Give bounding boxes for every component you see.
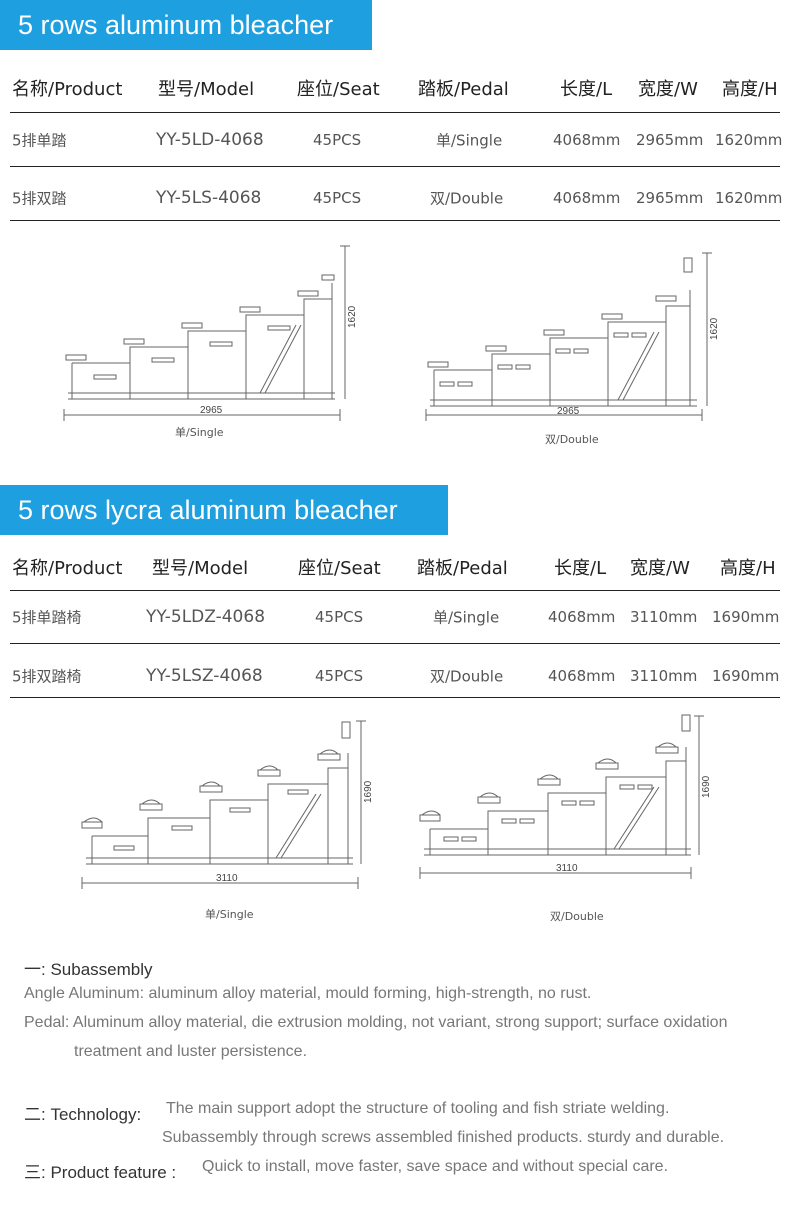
cell-model: YY-5LD-4068	[156, 130, 264, 150]
cell-product: 5排双踏椅	[12, 667, 82, 686]
angle-aluminum-text: Angle Aluminum: aluminum alloy material,…	[24, 985, 592, 1002]
pedal-text-line2: treatment and luster persistence.	[74, 1043, 308, 1060]
cell-height: 1690mm	[712, 667, 780, 685]
bleacher-diagram-single: 1620 2965	[60, 243, 360, 423]
header-seat: 座位/Seat	[297, 79, 380, 100]
cell-width: 3110mm	[630, 667, 698, 685]
height-dimension-label: 1690	[363, 780, 374, 803]
width-dimension-label: 2965	[200, 405, 223, 416]
section1-title-banner: 5 rows aluminum bleacher	[0, 0, 372, 50]
table-row: 5排双踏椅 YY-5LSZ-4068 45PCS 双/Double 4068mm…	[0, 656, 800, 696]
header-pedal: 踏板/Pedal	[417, 558, 508, 579]
bleacher-diagram-double: 1620 2965	[422, 250, 722, 430]
table-row: 5排单踏 YY-5LD-4068 45PCS 单/Single 4068mm 2…	[0, 120, 800, 160]
lycra-bleacher-diagram-double: 1690 3110	[416, 713, 716, 888]
diagram-caption-single: 单/Single	[205, 908, 254, 921]
cell-product: 5排单踏椅	[12, 608, 82, 627]
cell-seat: 45PCS	[315, 667, 364, 685]
cell-height: 1620mm	[715, 131, 783, 149]
header-width: 宽度/W	[630, 558, 690, 579]
section1-table-header: 名称/Product 型号/Model 座位/Seat 踏板/Pedal 长度/…	[0, 68, 800, 108]
cell-height: 1620mm	[715, 189, 783, 207]
cell-pedal: 单/Single	[433, 608, 500, 627]
height-dimension-label: 1620	[347, 305, 358, 328]
cell-width: 2965mm	[636, 189, 704, 207]
bleacher-drawing: 1620 2965	[425, 252, 720, 421]
header-model: 型号/Model	[152, 558, 249, 579]
diagram-caption-single: 单/Single	[175, 426, 224, 439]
header-height: 高度/H	[720, 558, 776, 579]
section2-rule-mid	[10, 643, 780, 644]
bleacher-drawing: 1620 2965	[63, 245, 358, 421]
width-dimension-label: 3110	[556, 863, 578, 874]
technology-text-line2: Subassembly through screws assembled fin…	[162, 1129, 725, 1146]
header-product: 名称/Product	[12, 79, 123, 100]
diagram-caption-double: 双/Double	[550, 910, 604, 923]
technology-text-line1: The main support adopt the structure of …	[166, 1100, 670, 1117]
header-product: 名称/Product	[12, 558, 123, 579]
cell-width: 3110mm	[630, 608, 698, 626]
header-length: 长度/L	[560, 79, 613, 100]
cell-pedal: 双/Double	[430, 189, 504, 208]
width-dimension-label: 2965	[557, 406, 580, 417]
height-dimension-label: 1620	[709, 317, 720, 340]
header-pedal: 踏板/Pedal	[418, 79, 509, 100]
pedal-text-line1: Pedal: Aluminum alloy material, die extr…	[24, 1014, 728, 1031]
header-length: 长度/L	[554, 558, 607, 579]
cell-pedal: 双/Double	[430, 667, 504, 686]
cell-seat: 45PCS	[315, 608, 364, 626]
table-row: 5排双踏 YY-5LS-4068 45PCS 双/Double 4068mm 2…	[0, 178, 800, 218]
header-width: 宽度/W	[638, 79, 698, 100]
section2-title-banner: 5 rows lycra aluminum bleacher	[0, 485, 448, 535]
cell-seat: 45PCS	[313, 189, 362, 207]
bleacher-drawing: 1690 3110	[419, 714, 712, 879]
diagram-caption-double: 双/Double	[545, 433, 599, 446]
cell-width: 2965mm	[636, 131, 704, 149]
product-feature-heading: 三: Product feature :	[24, 1163, 177, 1182]
cell-length: 4068mm	[553, 131, 621, 149]
cell-length: 4068mm	[548, 608, 616, 626]
cell-length: 4068mm	[553, 189, 621, 207]
section1-rule-bottom	[10, 220, 780, 221]
product-feature-text: Quick to install, move faster, save spac…	[202, 1158, 669, 1175]
header-model: 型号/Model	[158, 79, 255, 100]
cell-seat: 45PCS	[313, 131, 362, 149]
subassembly-heading: 一: Subassembly	[24, 960, 153, 979]
cell-model: YY-5LS-4068	[156, 188, 262, 208]
cell-height: 1690mm	[712, 608, 780, 626]
cell-length: 4068mm	[548, 667, 616, 685]
section2-table-header: 名称/Product 型号/Model 座位/Seat 踏板/Pedal 长度/…	[0, 547, 800, 587]
section1-rule-top	[10, 112, 780, 113]
section2-rule-top	[10, 590, 780, 591]
technology-heading: 二: Technology:	[24, 1105, 142, 1124]
section1-rule-mid	[10, 166, 780, 167]
lycra-bleacher-diagram-single: 1690 3110	[78, 718, 378, 893]
header-seat: 座位/Seat	[298, 558, 381, 579]
cell-pedal: 单/Single	[436, 131, 503, 150]
cell-model: YY-5LDZ-4068	[146, 607, 266, 627]
height-dimension-label: 1690	[701, 775, 712, 798]
cell-model: YY-5LSZ-4068	[146, 666, 263, 686]
table-row: 5排单踏椅 YY-5LDZ-4068 45PCS 单/Single 4068mm…	[0, 597, 800, 637]
cell-product: 5排单踏	[12, 131, 67, 150]
section2-rule-bottom	[10, 697, 780, 698]
cell-product: 5排双踏	[12, 189, 67, 208]
width-dimension-label: 3110	[216, 873, 238, 884]
header-height: 高度/H	[722, 79, 778, 100]
bleacher-drawing: 1690 3110	[81, 720, 374, 889]
